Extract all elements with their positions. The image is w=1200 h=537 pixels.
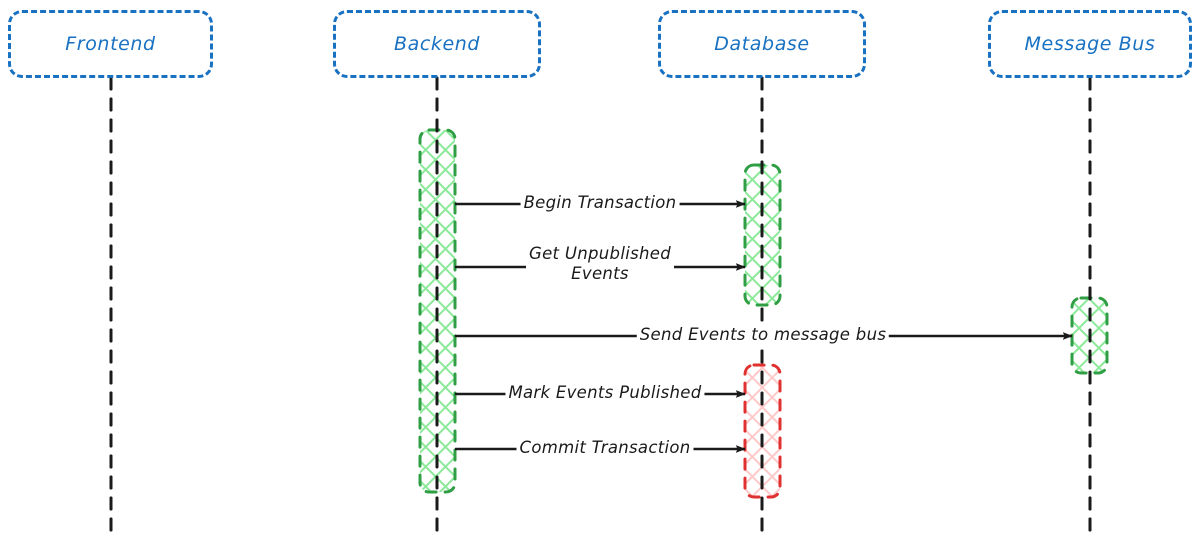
- participant-box-database[interactable]: Database: [658, 10, 866, 78]
- msg-mark-published-label: Mark Events Published: [505, 382, 705, 404]
- lifelines-group: [109, 76, 1092, 537]
- msg-send-events-label: Send Events to message bus: [636, 324, 890, 346]
- activations-group: [109, 76, 1109, 537]
- participant-box-frontend[interactable]: Frontend: [8, 10, 213, 78]
- participant-label-database: Database: [714, 33, 810, 55]
- msg-begin-transaction-label: Begin Transaction: [520, 192, 680, 214]
- database-activation-2[interactable]: [743, 363, 782, 499]
- participant-label-frontend: Frontend: [65, 33, 156, 55]
- participant-box-messagebus[interactable]: Message Bus: [988, 10, 1192, 78]
- participant-label-messagebus: Message Bus: [1024, 33, 1156, 55]
- participant-label-backend: Backend: [393, 33, 481, 55]
- msg-commit-transaction-label: Commit Transaction: [516, 437, 694, 459]
- participant-box-backend[interactable]: Backend: [333, 10, 541, 78]
- msg-get-unpublished-label: Get Unpublished Events: [526, 243, 674, 285]
